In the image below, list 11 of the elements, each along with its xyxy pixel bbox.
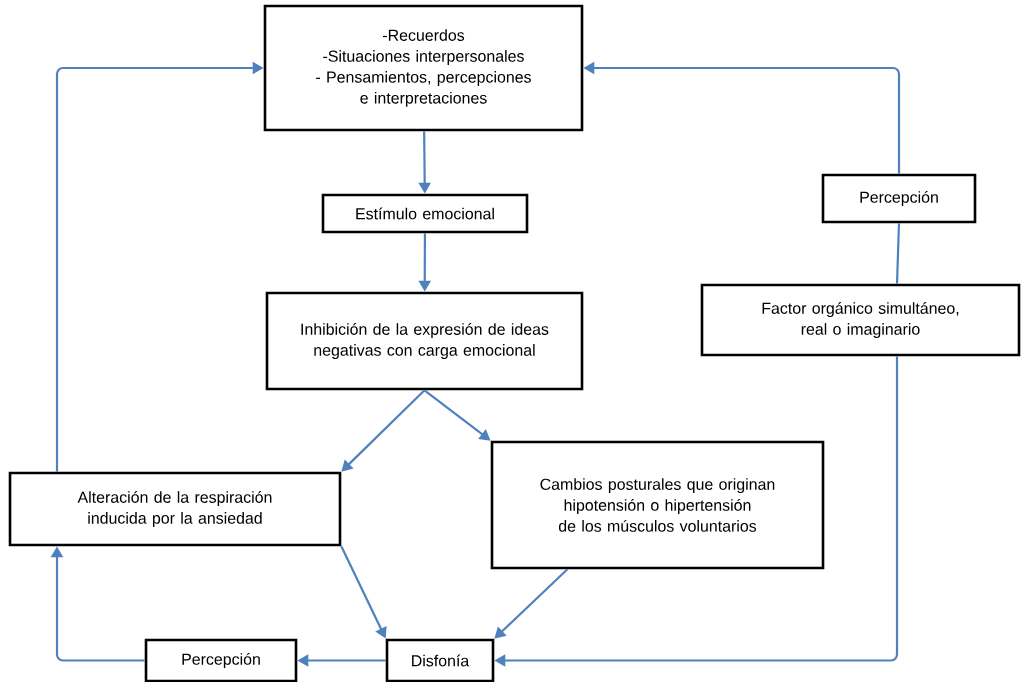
process-box: Percepción <box>144 638 298 682</box>
process-box: -Recuerdos -Situaciones interpersonales - Pensamientos, percepciones e interpretaciones <box>263 4 584 132</box>
process-box: Estímulo emocional <box>321 193 529 234</box>
process-box: Cambios posturales que originan hipotensión o hipertensión de los músculos voluntarios <box>490 440 825 570</box>
process-box: Disfonía <box>385 638 495 682</box>
process-box: Factor orgánico simultáneo, real o imaginario <box>700 283 1021 357</box>
arrow <box>341 389 426 472</box>
arrow <box>494 568 569 639</box>
process-box: Percepción <box>821 173 977 224</box>
process-box: Alteración de la respiración inducida por la ansiedad <box>8 471 342 547</box>
process-box: Inhibición de la expresión de ideas negativas con carga emocional <box>265 291 584 391</box>
